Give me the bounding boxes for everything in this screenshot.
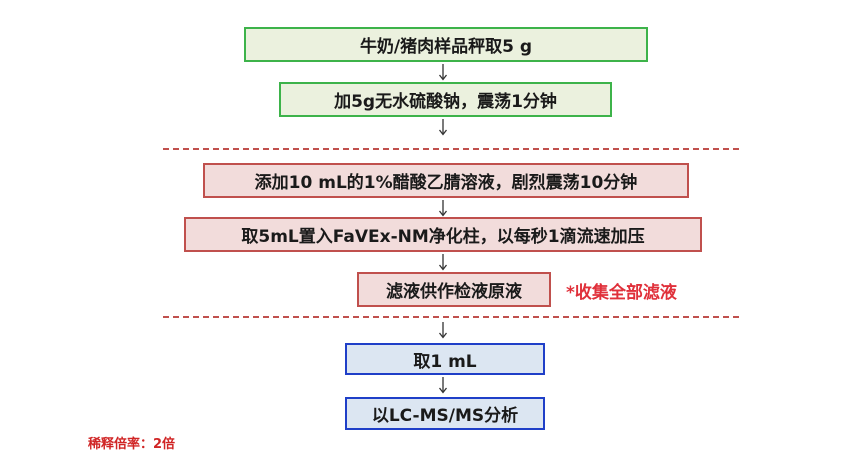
step-take-1ml: 取1 mL	[345, 343, 545, 375]
note-collect-all-filtrate: *收集全部滤液	[566, 283, 677, 303]
arrow-down-icon	[438, 64, 448, 81]
arrow-down-icon	[438, 119, 448, 136]
stage-divider-line	[163, 148, 739, 150]
step-favex-column: 取5mL置入FaVEx-NM净化柱，以每秒1滴流速加压	[184, 217, 702, 252]
arrow-down-icon	[438, 377, 448, 394]
arrow-down-icon	[438, 322, 448, 339]
step-weigh-sample: 牛奶/猪肉样品秤取5 g	[244, 27, 648, 62]
step-lcmsms-analysis: 以LC-MS/MS分析	[345, 397, 545, 430]
note-dilution-factor: 稀释倍率：2倍	[88, 437, 176, 452]
stage-divider-line	[163, 316, 739, 318]
step-add-acetonitrile: 添加10 mL的1%醋酸乙腈溶液，剧烈震荡10分钟	[203, 163, 689, 198]
arrow-down-icon	[438, 254, 448, 271]
step-filtrate-stock: 滤液供作检液原液	[357, 272, 551, 307]
arrow-down-icon	[438, 200, 448, 217]
step-add-sodium-sulfate: 加5g无水硫酸钠，震荡1分钟	[279, 82, 612, 117]
